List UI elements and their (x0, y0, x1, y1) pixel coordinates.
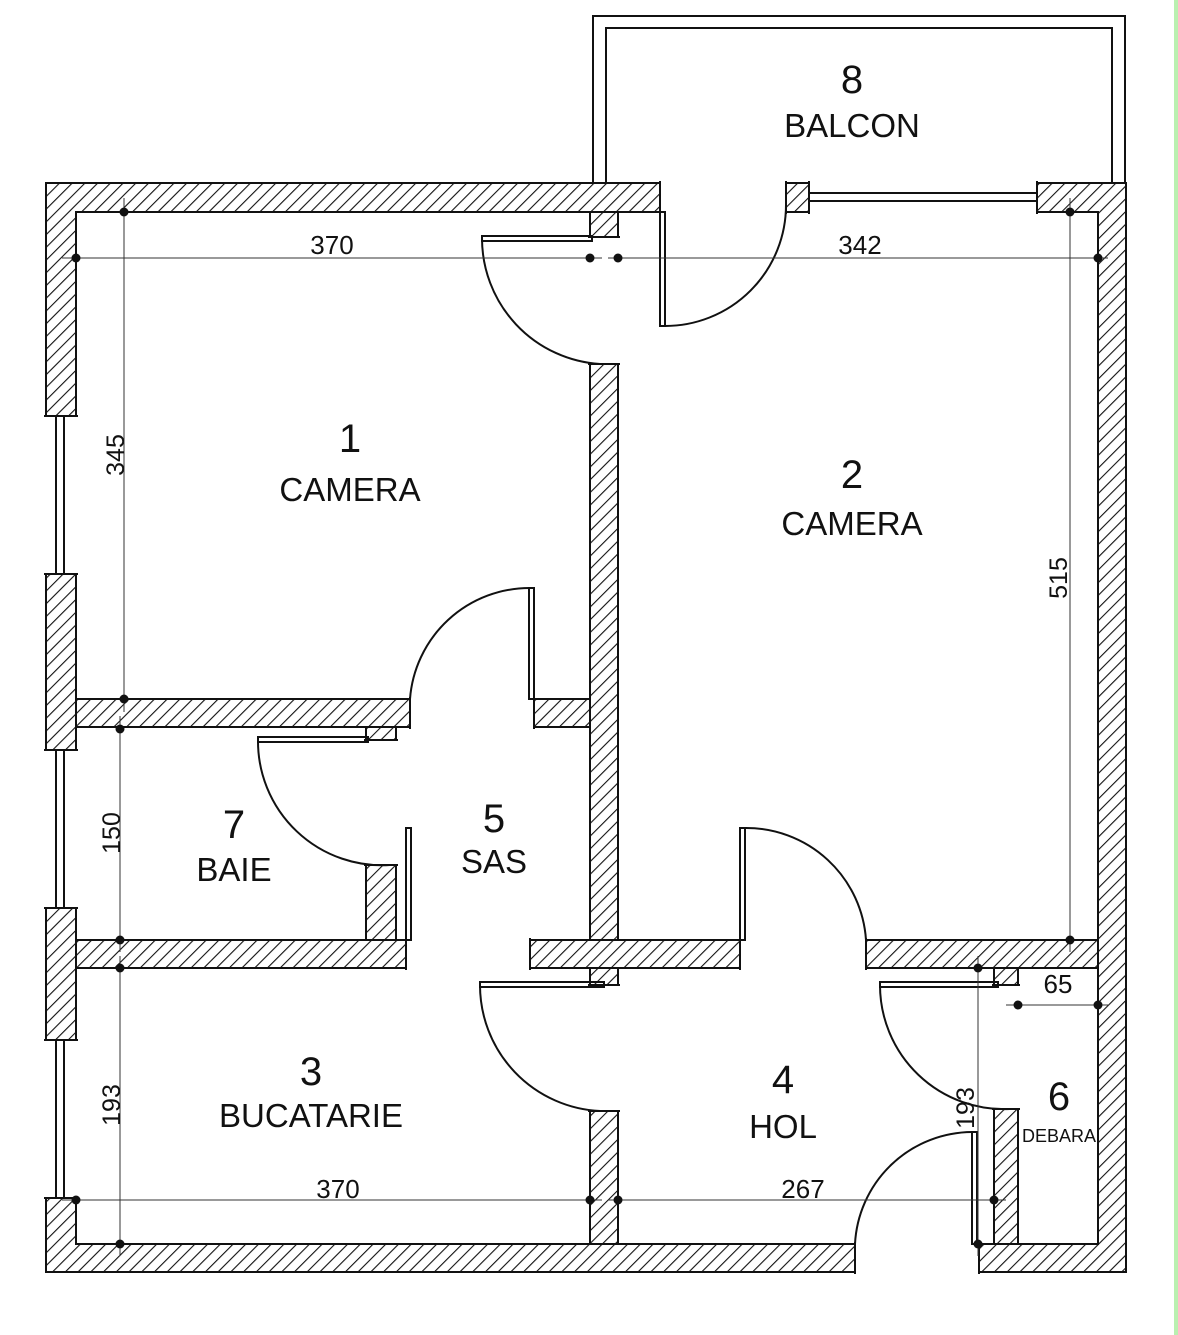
room-6-number: 6 (1048, 1075, 1070, 1119)
doors (256, 204, 1011, 1245)
room-7-number: 7 (223, 803, 245, 847)
dimension-labels: 370 342 65 370 267 345 515 150 193 193 (98, 230, 1073, 1204)
room-1-name: CAMERA (279, 471, 420, 508)
room-8-name: BALCON (784, 107, 920, 144)
openings (44, 181, 1037, 1274)
room-5-name: SAS (461, 843, 527, 880)
dim-camera1-width: 370 (310, 230, 353, 260)
dim-baie-height: 150 (98, 812, 126, 854)
room-4-name: HOL (749, 1108, 817, 1145)
dim-debara-width: 65 (1044, 969, 1073, 999)
dim-camera2-width: 342 (838, 230, 881, 260)
dimension-lines (62, 198, 1108, 1256)
room-5-number: 5 (483, 797, 505, 841)
dim-bucatarie-width: 370 (316, 1174, 359, 1204)
dim-bucatarie-height: 193 (98, 1084, 126, 1126)
room-labels: 8 BALCON 1 CAMERA 2 CAMERA 7 BAIE 5 SAS … (196, 58, 1096, 1146)
room-4-number: 4 (772, 1058, 794, 1102)
room-1-number: 1 (339, 417, 361, 461)
room-3-name: BUCATARIE (219, 1097, 403, 1134)
dim-hol-width: 267 (781, 1174, 824, 1204)
dim-camera2-height: 515 (1045, 557, 1073, 599)
room-6-name: DEBARA (1022, 1126, 1096, 1146)
right-edge-strip (1174, 0, 1178, 1335)
dim-hol-height: 193 (952, 1087, 980, 1129)
room-3-number: 3 (300, 1050, 322, 1094)
room-2-number: 2 (841, 453, 863, 497)
room-2-name: CAMERA (781, 505, 922, 542)
dim-camera1-height: 345 (102, 434, 130, 476)
room-8-number: 8 (841, 58, 863, 102)
dimension-dots (71, 207, 1103, 1249)
windows (55, 192, 1037, 1198)
room-7-name: BAIE (196, 851, 271, 888)
